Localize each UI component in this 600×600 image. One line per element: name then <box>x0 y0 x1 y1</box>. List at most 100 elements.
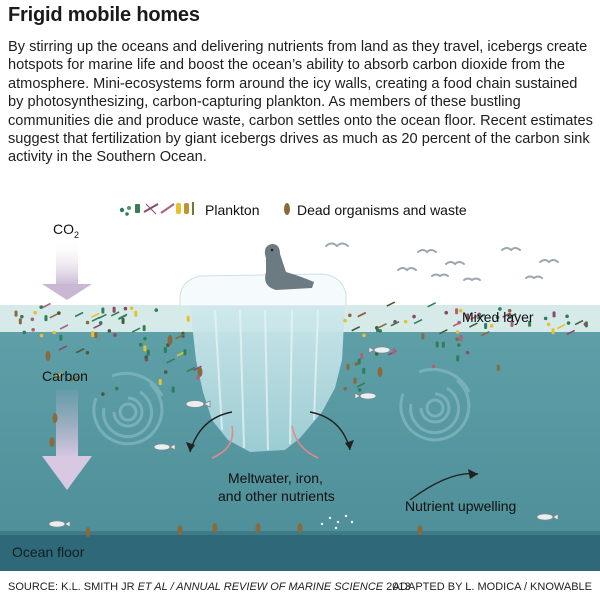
plankton-particle <box>143 345 147 352</box>
plankton-particle <box>378 323 387 329</box>
ocean-floor-band <box>0 533 600 571</box>
plankton-particle <box>421 333 425 340</box>
plankton-particles <box>14 301 588 537</box>
fish-icons <box>48 346 559 528</box>
plankton-particle <box>362 367 366 374</box>
plankton-particle <box>186 315 190 322</box>
plankton-particle <box>14 310 18 317</box>
debris-particle <box>377 367 383 377</box>
plankton-particle <box>91 331 95 338</box>
plankton-legend-icons <box>119 202 194 216</box>
plankton-particle <box>502 312 511 318</box>
plankton-particle <box>98 313 107 320</box>
plankton-particle <box>70 375 79 382</box>
carbon-label: Carbon <box>42 368 88 384</box>
plankton-particle <box>427 302 437 308</box>
plankton-particle <box>466 313 470 320</box>
plankton-particle <box>75 348 85 354</box>
plankton-particle <box>144 357 149 362</box>
plankton-particle <box>131 327 141 333</box>
page-title: Frigid mobile homes <box>8 4 200 26</box>
iceberg-top <box>179 273 347 307</box>
plankton-particle <box>39 305 44 309</box>
plankton-particle <box>175 333 185 340</box>
seal-icon <box>264 244 314 290</box>
plankton-particle <box>129 306 134 311</box>
plankton-particle <box>115 386 119 391</box>
plankton-particle <box>85 320 90 325</box>
plankton-particle <box>495 315 500 320</box>
plankton-particle <box>123 306 128 311</box>
plankton-particle <box>31 327 35 332</box>
plankton-particle <box>476 313 486 320</box>
plankton-particle <box>154 308 159 312</box>
debris-particle <box>417 525 423 535</box>
debris-particle <box>167 335 173 345</box>
debris-particle <box>45 351 51 361</box>
plankton-particle <box>444 310 449 315</box>
plankton-particle <box>343 386 347 391</box>
plankton-particle <box>42 302 51 309</box>
plankton-particle <box>98 321 103 325</box>
carbon-arrow <box>42 390 92 490</box>
plankton-particle <box>356 382 366 388</box>
plankton-particle <box>163 370 168 374</box>
legend-dead-label: Dead organisms and waste <box>297 202 467 218</box>
swirl-right <box>399 367 471 442</box>
plankton-particle <box>346 363 350 370</box>
plankton-particle <box>348 313 352 318</box>
meltwater-arrows <box>211 425 319 459</box>
plankton-particle <box>158 379 162 386</box>
plankton-particle <box>357 388 362 392</box>
intro-text: By stirring up the oceans and delivering… <box>8 39 593 166</box>
upwelling-dots <box>320 514 354 530</box>
plankton-particle <box>85 350 90 355</box>
plankton-particle <box>20 314 24 319</box>
plankton-particle <box>498 307 502 311</box>
plankton-particle <box>110 311 120 317</box>
plankton-particle <box>357 311 367 318</box>
debris-particle <box>197 367 203 377</box>
plankton-particle <box>455 337 459 341</box>
plankton-particle <box>171 386 175 393</box>
plankton-particle <box>193 365 202 372</box>
debris-particle <box>52 413 58 423</box>
dead-legend-icon <box>284 203 290 215</box>
plankton-particle <box>112 306 116 313</box>
iceberg-underwater <box>190 305 345 452</box>
ocean-floor-label: Ocean floor <box>12 544 85 560</box>
co2-arrow <box>42 238 92 300</box>
plankton-particle <box>431 364 436 369</box>
meltwater-label-line2: and other nutrients <box>218 488 335 504</box>
plankton-particle <box>18 318 22 325</box>
upwelling-label: Nutrient upwelling <box>405 498 517 514</box>
plankton-particle <box>452 321 462 327</box>
plankton-particle <box>22 330 27 335</box>
plankton-particle <box>456 355 460 362</box>
plankton-particle <box>134 310 138 317</box>
plankton-particle <box>477 312 482 317</box>
plankton-particle <box>113 333 117 337</box>
plankton-particle <box>196 376 200 380</box>
debris-particle <box>297 523 303 533</box>
plankton-particle <box>49 313 59 319</box>
debris-particle <box>177 525 183 535</box>
plankton-particle <box>143 336 147 341</box>
plankton-particle <box>146 349 150 356</box>
plankton-particle <box>459 335 463 342</box>
plankton-particle <box>183 349 187 356</box>
plankton-particle <box>59 324 69 330</box>
plankton-particle <box>546 322 551 327</box>
plankton-particle <box>390 321 400 327</box>
bird-icons <box>325 242 559 282</box>
plankton-particle <box>44 315 48 322</box>
plankton-particle <box>565 314 569 319</box>
legend-plankton-label: Plankton <box>205 202 260 218</box>
plankton-particle <box>57 311 61 315</box>
plankton-particle <box>107 329 112 333</box>
plankton-particle <box>574 319 584 326</box>
plankton-particle <box>33 310 37 315</box>
plankton-particle <box>455 330 460 334</box>
plankton-particle <box>413 318 423 325</box>
